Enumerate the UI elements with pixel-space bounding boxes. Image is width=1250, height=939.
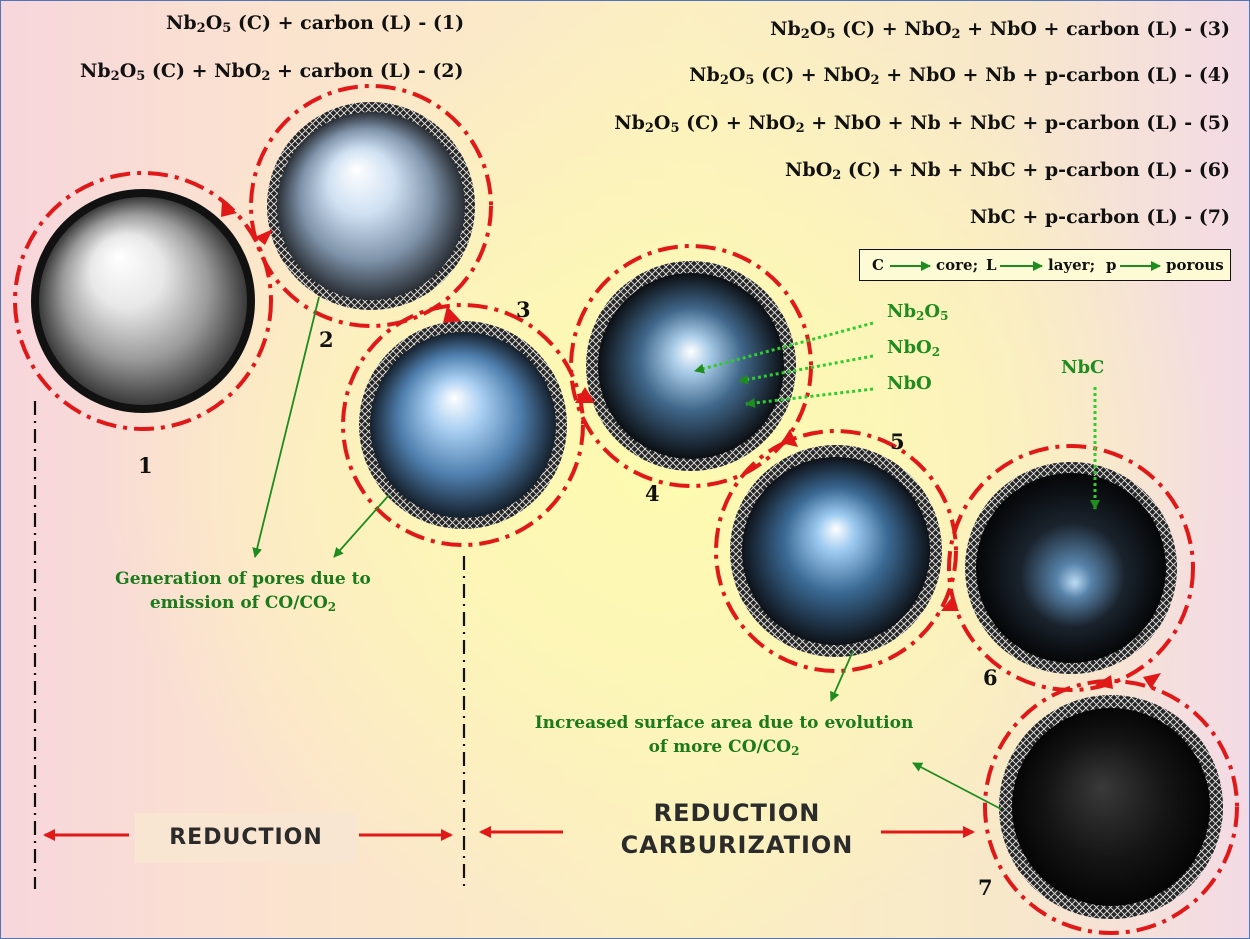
nb2o5-pointer <box>694 321 874 374</box>
legend-layer: layer; <box>1048 256 1096 274</box>
equation-2: Nb2O5 (C) + NbO2 + carbon (L) - (2) <box>80 60 464 84</box>
reaction-cycle-5 <box>714 429 958 673</box>
particle-label-3: 3 <box>516 297 531 322</box>
species-nbc: NbC <box>1061 357 1105 378</box>
reaction-cycle-1 <box>13 171 273 431</box>
equation-6: NbO2 (C) + Nb + NbC + p-carbon (L) - (6) <box>785 159 1230 183</box>
reaction-cycle-4 <box>569 244 813 488</box>
particle-label-7: 7 <box>978 875 993 900</box>
equation-1: Nb2O5 (C) + carbon (L) - (1) <box>166 12 465 36</box>
legend-core: core; <box>936 256 979 274</box>
legend-porous: porous <box>1166 256 1224 274</box>
particle-label-5: 5 <box>890 429 905 454</box>
particle-7 <box>999 695 1223 919</box>
equation-7: NbC + p-carbon (L) - (7) <box>969 206 1230 228</box>
green-arrow-icon <box>333 494 390 558</box>
red-arrow-icon <box>221 201 1161 689</box>
species-nbo2: NbO2 <box>887 337 941 359</box>
legend-box: C core; L layer; p porous <box>859 249 1231 281</box>
particle-2 <box>267 102 475 310</box>
reaction-cycle-6 <box>947 444 1195 692</box>
equation-4: Nb2O5 (C) + NbO2 + NbO + Nb + p-carbon (… <box>689 64 1230 88</box>
green-arrow-icon <box>252 296 320 558</box>
particle-4 <box>586 261 796 471</box>
particle-label-1: 1 <box>138 453 153 478</box>
note-surface-area: Increased surface area due to evolution … <box>534 713 914 758</box>
particle-label-4: 4 <box>645 481 660 506</box>
particle-6 <box>965 462 1177 674</box>
reaction-cycle-2 <box>249 84 493 328</box>
nbo2-pointer <box>738 354 874 385</box>
legend-arrows <box>890 261 1161 271</box>
particle-1 <box>31 189 255 413</box>
green-arrow-icon <box>830 650 854 702</box>
green-arrow-icon <box>912 762 1002 810</box>
legend-c: C <box>872 256 884 274</box>
reaction-cycle-3 <box>341 303 585 547</box>
equation-5: Nb2O5 (C) + NbO2 + NbO + Nb + NbC + p-ca… <box>614 112 1230 136</box>
particle-5 <box>730 445 942 657</box>
legend-p: p <box>1106 256 1117 274</box>
reaction-cycle-7 <box>983 679 1239 935</box>
stage-reduction: REDUCTION <box>135 813 357 863</box>
legend-l: L <box>986 256 997 274</box>
particle-label-2: 2 <box>319 327 334 352</box>
species-nb2o5: Nb2O5 <box>887 301 949 323</box>
equation-3: Nb2O5 (C) + NbO2 + NbO + carbon (L) - (3… <box>770 18 1230 42</box>
species-nbo: NbO <box>887 373 932 394</box>
stage-reduction-carburization: REDUCTION CARBURIZATION <box>620 799 854 859</box>
particle-label-6: 6 <box>983 665 998 690</box>
note-pore-generation: Generation of pores due to emission of C… <box>115 569 371 614</box>
particle-3 <box>359 321 567 529</box>
